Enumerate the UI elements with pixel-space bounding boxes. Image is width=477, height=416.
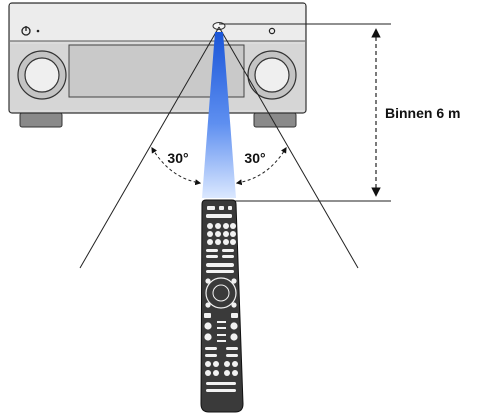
angle-right-label: 30° [244, 150, 265, 166]
remote-dpad [205, 277, 237, 309]
volume-knob [247, 50, 297, 100]
input-knob [17, 50, 67, 100]
remote-number-pad [207, 223, 236, 245]
angle-left-label: 30° [167, 150, 188, 166]
power-icon [21, 26, 31, 36]
coverage-lines [79, 26, 359, 269]
distance-dimension [219, 23, 391, 202]
av-receiver [8, 2, 307, 128]
ir-signal-beam [202, 32, 236, 198]
receiver-foot-left [19, 112, 63, 128]
headphone-jack [268, 27, 276, 35]
standby-indicator [36, 29, 40, 33]
angle-arcs [151, 146, 287, 186]
distance-label: Binnen 6 m [385, 105, 460, 121]
remote-control [200, 199, 244, 413]
receiver-top-panel [10, 4, 305, 41]
